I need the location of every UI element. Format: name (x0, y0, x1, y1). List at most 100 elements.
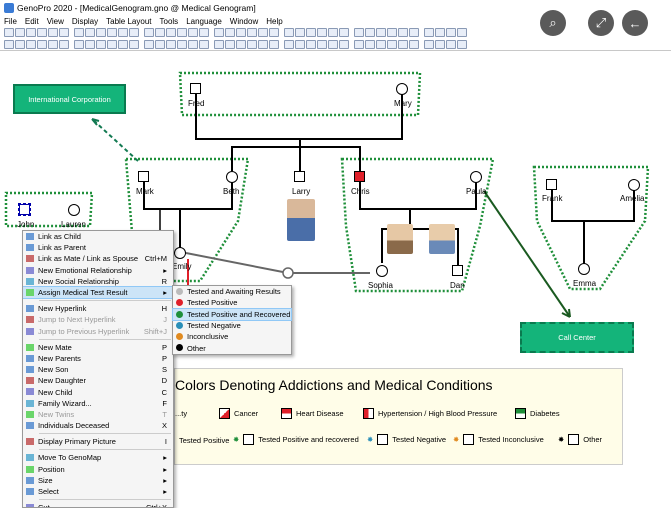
toolbar-button[interactable] (317, 28, 327, 37)
emily-symbol[interactable] (174, 247, 186, 259)
toolbar-button[interactable] (446, 28, 456, 37)
toolbar-button[interactable] (258, 40, 268, 49)
toolbar-button[interactable] (306, 28, 316, 37)
toolbar-button[interactable] (199, 40, 209, 49)
toolbar-button[interactable] (214, 28, 224, 37)
menu-item-size[interactable]: Size▸ (23, 475, 173, 486)
toolbar-button[interactable] (339, 40, 349, 49)
menu-item-link-as-parent[interactable]: Link as Parent (23, 242, 173, 253)
emma-symbol[interactable] (578, 263, 590, 275)
menu-item-new-emotional-relationship[interactable]: New Emotional Relationship▸ (23, 265, 173, 276)
submenu-item-tested-and-awaiting-results[interactable]: Tested and Awaiting Results (173, 286, 291, 297)
toolbar-button[interactable] (236, 40, 246, 49)
toolbar-button[interactable] (74, 40, 84, 49)
toolbar-button[interactable] (457, 28, 467, 37)
menu-item-family-wizard[interactable]: Family Wizard...F (23, 398, 173, 409)
toolbar-button[interactable] (446, 40, 456, 49)
toolbar-button[interactable] (155, 28, 165, 37)
toolbar-button[interactable] (398, 40, 408, 49)
amelia-symbol[interactable] (628, 179, 640, 191)
menu-item-link-as-child[interactable]: Link as Child (23, 231, 173, 242)
back-icon[interactable]: ← (622, 10, 648, 36)
toolbar-button[interactable] (85, 28, 95, 37)
menu-view[interactable]: View (46, 16, 64, 26)
menu-file[interactable]: File (4, 16, 17, 26)
toolbar-button[interactable] (37, 40, 47, 49)
toolbar-button[interactable] (317, 40, 327, 49)
toolbar-button[interactable] (457, 40, 467, 49)
submenu-item-tested-positive[interactable]: Tested Positive (173, 297, 291, 308)
toolbar-button[interactable] (225, 28, 235, 37)
toolbar-button[interactable] (236, 28, 246, 37)
toolbar-button[interactable] (284, 28, 294, 37)
toolbar-button[interactable] (398, 28, 408, 37)
toolbar-button[interactable] (376, 40, 386, 49)
menu-item-position[interactable]: Position▸ (23, 464, 173, 475)
toolbar-button[interactable] (409, 40, 419, 49)
toolbar-button[interactable] (59, 40, 69, 49)
toolbar-button[interactable] (26, 40, 36, 49)
search-icon[interactable]: ⌕ (540, 10, 566, 36)
international-corporation-box[interactable]: International Corporation (13, 84, 126, 114)
mark-symbol[interactable] (138, 171, 149, 182)
menu-table-layout[interactable]: Table Layout (106, 16, 152, 26)
fred-symbol[interactable] (190, 83, 201, 94)
toolbar-button[interactable] (188, 40, 198, 49)
toolbar-button[interactable] (144, 28, 154, 37)
toolbar-button[interactable] (295, 28, 305, 37)
toolbar-button[interactable] (365, 28, 375, 37)
toolbar-button[interactable] (354, 28, 364, 37)
toolbar-button[interactable] (129, 28, 139, 37)
call-center-box[interactable]: Call Center (520, 322, 634, 353)
menu-item-move-to-genomap[interactable]: Move To GenoMap▸ (23, 452, 173, 463)
menu-help[interactable]: Help (266, 16, 283, 26)
larry-symbol[interactable] (294, 171, 305, 182)
toolbar-button[interactable] (354, 40, 364, 49)
toolbar-button[interactable] (435, 40, 445, 49)
frank-symbol[interactable] (546, 179, 557, 190)
toolbar-button[interactable] (247, 40, 257, 49)
toolbar-button[interactable] (247, 28, 257, 37)
toolbar-button[interactable] (376, 28, 386, 37)
toolbar-button[interactable] (199, 28, 209, 37)
submenu-item-other[interactable]: Other (173, 342, 291, 353)
menu-item-assign-medical-test-result[interactable]: Assign Medical Test Result▸ (23, 285, 173, 300)
toolbar-button[interactable] (269, 28, 279, 37)
toolbar-button[interactable] (435, 28, 445, 37)
toolbar-button[interactable] (387, 40, 397, 49)
dan-symbol[interactable] (452, 265, 463, 276)
toolbar-button[interactable] (26, 28, 36, 37)
toolbar-button[interactable] (339, 28, 349, 37)
fullscreen-icon[interactable]: ⤢ (588, 10, 614, 36)
menu-edit[interactable]: Edit (24, 16, 39, 26)
toolbar-button[interactable] (96, 40, 106, 49)
toolbar-button[interactable] (166, 40, 176, 49)
toolbar-button[interactable] (144, 40, 154, 49)
toolbar-button[interactable] (15, 28, 25, 37)
toolbar-button[interactable] (155, 40, 165, 49)
toolbar-button[interactable] (15, 40, 25, 49)
toolbar-button[interactable] (118, 40, 128, 49)
menu-language[interactable]: Language (186, 16, 222, 26)
toolbar-button[interactable] (328, 40, 338, 49)
toolbar-button[interactable] (284, 40, 294, 49)
beth-symbol[interactable] (226, 171, 238, 183)
toolbar-button[interactable] (4, 40, 14, 49)
toolbar-button[interactable] (118, 28, 128, 37)
toolbar-button[interactable] (129, 40, 139, 49)
submenu-item-inconclusive[interactable]: Inconclusive (173, 331, 291, 342)
toolbar-button[interactable] (59, 28, 69, 37)
mary-symbol[interactable] (396, 83, 408, 95)
toolbar-button[interactable] (409, 28, 419, 37)
toolbar-button[interactable] (365, 40, 375, 49)
toolbar-button[interactable] (48, 28, 58, 37)
